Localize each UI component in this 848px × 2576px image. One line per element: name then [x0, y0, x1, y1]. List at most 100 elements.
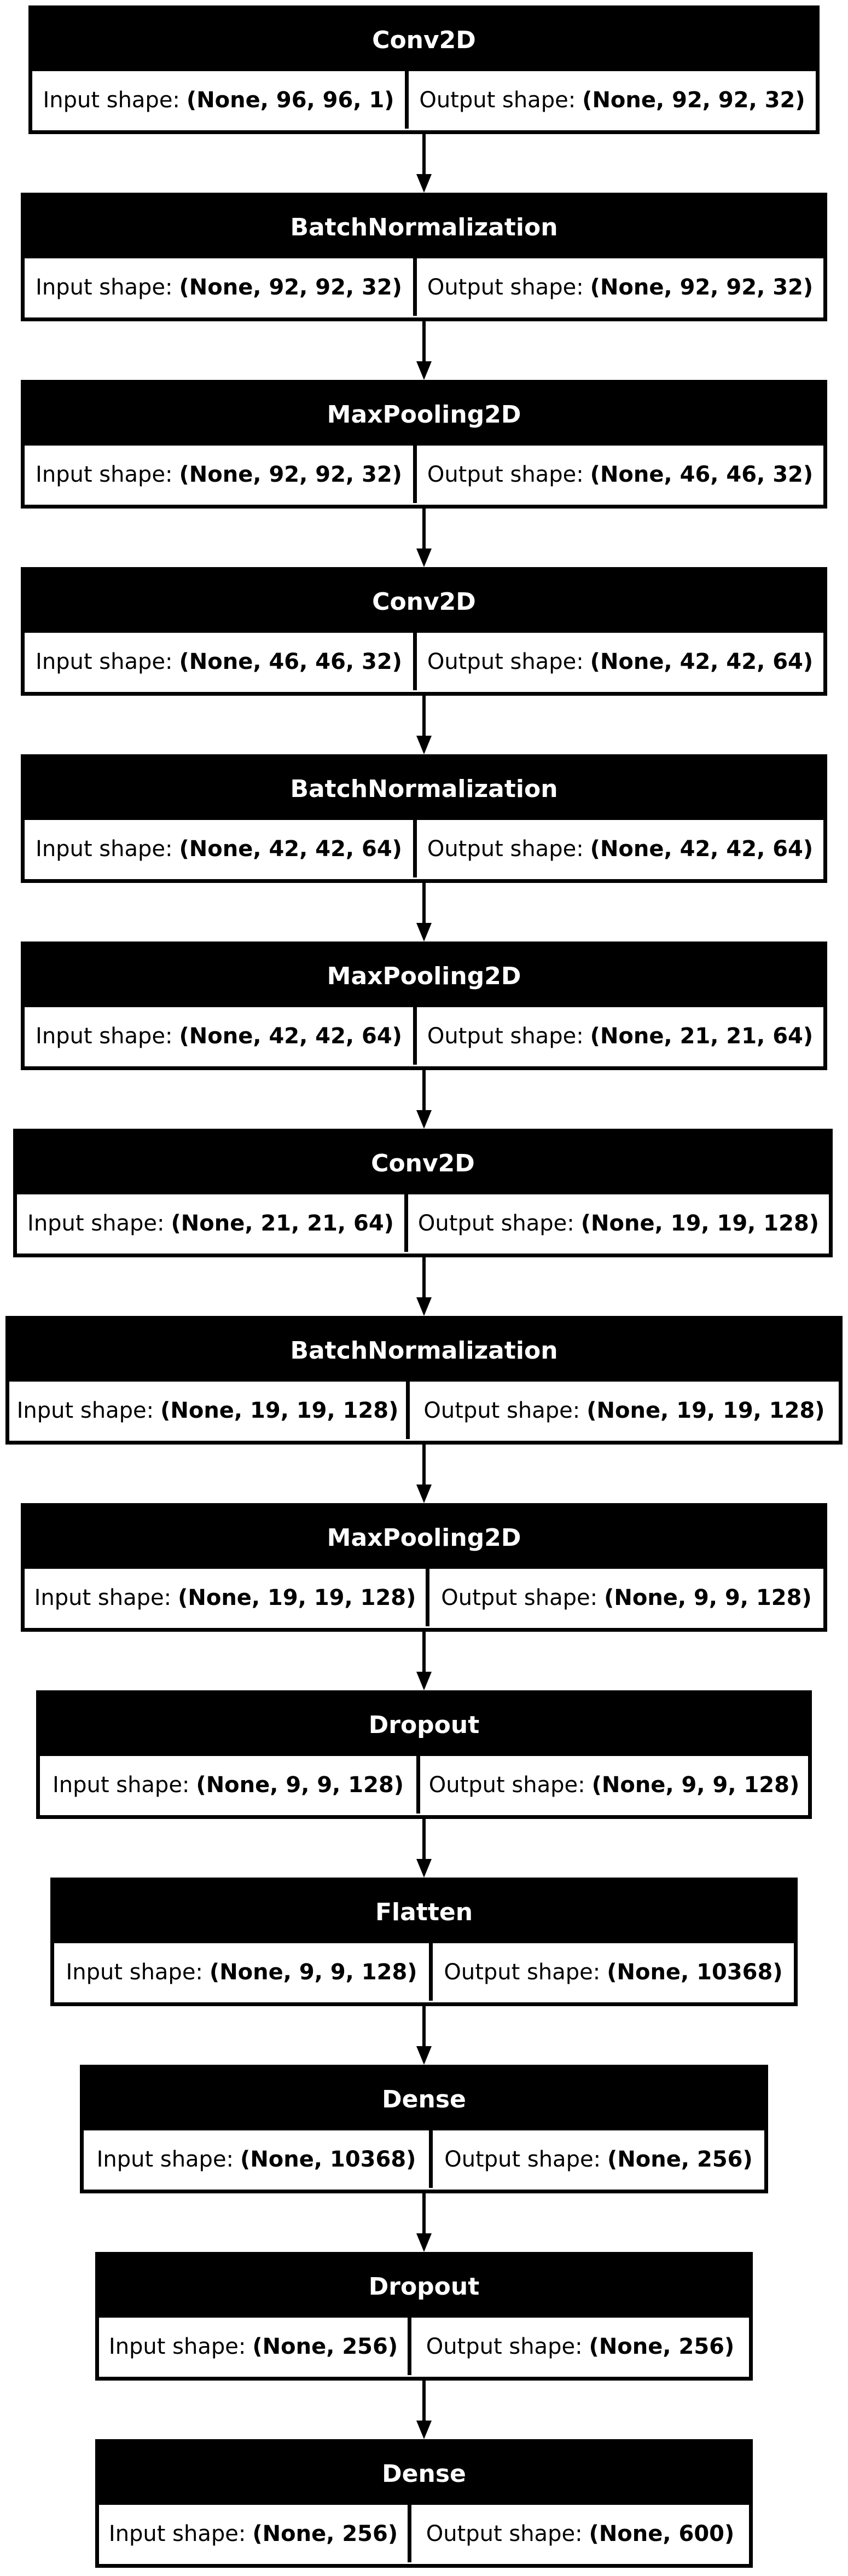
output-shape-label: Output shape: — [427, 649, 584, 674]
output-shape-value: (None, 600) — [589, 2521, 735, 2546]
output-shape-label: Output shape: — [427, 274, 584, 300]
input-shape: Input shape:(None, 256) — [99, 2505, 411, 2562]
output-shape-label: Output shape: — [441, 1585, 598, 1610]
input-shape-label: Input shape: — [36, 461, 173, 487]
output-shape-label: Output shape: — [426, 2521, 583, 2546]
output-shape-label: Output shape: — [444, 2146, 601, 2172]
input-shape: Input shape:(None, 9, 9, 128) — [40, 1756, 420, 1813]
layer-name: Dense — [84, 2069, 764, 2130]
output-shape-value: (None, 19, 19, 128) — [580, 1210, 820, 1236]
output-shape: Output shape:(None, 9, 9, 128) — [429, 1569, 823, 1626]
layer-name: Dense — [99, 2443, 749, 2505]
output-shape: Output shape:(None, 10368) — [433, 1943, 794, 2001]
output-shape: Output shape:(None, 9, 9, 128) — [420, 1756, 808, 1813]
output-shape-label: Output shape: — [427, 836, 584, 862]
output-shape-label: Output shape: — [444, 1959, 601, 1985]
input-shape-label: Input shape: — [36, 274, 173, 300]
output-shape-label: Output shape: — [419, 87, 576, 113]
input-shape-label: Input shape: — [96, 2146, 234, 2172]
output-shape: Output shape:(None, 92, 92, 32) — [409, 71, 816, 129]
layer-name: Conv2D — [32, 9, 816, 71]
layer-shapes: Input shape:(None, 92, 92, 32)Output sha… — [25, 258, 823, 316]
output-shape-value: (None, 19, 19, 128) — [586, 1397, 825, 1423]
layer-shapes: Input shape:(None, 42, 42, 64)Output sha… — [25, 820, 823, 877]
output-shape-label: Output shape: — [423, 1397, 580, 1423]
output-shape: Output shape:(None, 42, 42, 64) — [417, 633, 823, 690]
input-shape-label: Input shape: — [36, 836, 173, 862]
output-shape-value: (None, 92, 92, 32) — [590, 274, 814, 300]
input-shape-value: (None, 92, 92, 32) — [179, 274, 402, 300]
layer-name: MaxPooling2D — [25, 1507, 823, 1569]
input-shape: Input shape:(None, 9, 9, 128) — [54, 1943, 433, 2001]
input-shape-value: (None, 46, 46, 32) — [179, 649, 402, 674]
layer-shapes: Input shape:(None, 19, 19, 128)Output sh… — [9, 1382, 839, 1439]
output-shape: Output shape:(None, 92, 92, 32) — [417, 258, 823, 316]
input-shape: Input shape:(None, 10368) — [84, 2130, 433, 2188]
output-shape-label: Output shape: — [426, 2334, 583, 2359]
input-shape-value: (None, 19, 19, 128) — [178, 1585, 416, 1610]
input-shape: Input shape:(None, 256) — [99, 2318, 411, 2375]
input-shape-label: Input shape: — [108, 2521, 246, 2546]
input-shape-value: (None, 21, 21, 64) — [171, 1210, 394, 1236]
input-shape-label: Input shape: — [36, 649, 173, 674]
layer-shapes: Input shape:(None, 256)Output shape:(Non… — [99, 2318, 749, 2375]
input-shape: Input shape:(None, 46, 46, 32) — [25, 633, 417, 690]
output-shape-value: (None, 42, 42, 64) — [590, 836, 814, 862]
output-shape-value: (None, 256) — [607, 2146, 753, 2172]
input-shape-value: (None, 10368) — [240, 2146, 416, 2172]
output-shape: Output shape:(None, 256) — [433, 2130, 764, 2188]
input-shape-value: (None, 96, 96, 1) — [186, 87, 394, 113]
output-shape: Output shape:(None, 42, 42, 64) — [417, 820, 823, 877]
input-shape-value: (None, 256) — [252, 2334, 398, 2359]
output-shape-value: (None, 42, 42, 64) — [590, 649, 814, 674]
output-shape-label: Output shape: — [428, 1772, 585, 1798]
input-shape-value: (None, 9, 9, 128) — [196, 1772, 404, 1798]
output-shape-label: Output shape: — [417, 1210, 574, 1236]
output-shape: Output shape:(None, 46, 46, 32) — [417, 446, 823, 503]
output-shape: Output shape:(None, 600) — [411, 2505, 749, 2562]
output-shape: Output shape:(None, 19, 19, 128) — [408, 1194, 829, 1252]
layer-shapes: Input shape:(None, 19, 19, 128) Output sh… — [25, 1569, 823, 1626]
output-shape-value: (None, 256) — [589, 2334, 735, 2359]
layer-name: Conv2D — [25, 571, 823, 633]
layer-name: BatchNormalization — [25, 197, 823, 258]
layer-name: BatchNormalization — [25, 758, 823, 820]
output-shape: Output shape:(None, 256) — [411, 2318, 749, 2375]
layer-shapes: Input shape:(None, 9, 9, 128)Output shap… — [54, 1943, 794, 2001]
layer-shapes: Input shape:(None, 256)Output shape:(Non… — [99, 2505, 749, 2562]
input-shape-value: (None, 19, 19, 128) — [160, 1397, 399, 1423]
input-shape: Input shape:(None, 21, 21, 64) — [17, 1194, 408, 1252]
input-shape-value: (None, 9, 9, 128) — [209, 1959, 417, 1985]
layer-shapes: Input shape:(None, 9, 9, 128)Output shap… — [40, 1756, 808, 1813]
output-shape-value: (None, 9, 9, 128) — [591, 1772, 800, 1798]
output-shape-label: Output shape: — [427, 1023, 584, 1049]
input-shape-value: (None, 256) — [252, 2521, 398, 2546]
output-shape-value: (None, 10368) — [607, 1959, 783, 1985]
output-shape-value: (None, 46, 46, 32) — [590, 461, 814, 487]
input-shape-value: (None, 92, 92, 32) — [179, 461, 402, 487]
input-shape: Input shape:(None, 19, 19, 128) — [9, 1382, 410, 1439]
layer-name: BatchNormalization — [9, 1320, 839, 1382]
input-shape-label: Input shape: — [34, 1585, 172, 1610]
input-shape-value: (None, 42, 42, 64) — [179, 836, 402, 862]
input-shape: Input shape:(None, 96, 96, 1) — [32, 71, 409, 129]
output-shape-value: (None, 9, 9, 128) — [604, 1585, 812, 1610]
layer-name: Dropout — [40, 1694, 808, 1756]
input-shape-label: Input shape: — [66, 1959, 203, 1985]
input-shape-label: Input shape: — [27, 1210, 165, 1236]
output-shape: Output shape:(None, 19, 19, 128) — [410, 1382, 839, 1439]
layer-name: Flatten — [54, 1881, 794, 1943]
